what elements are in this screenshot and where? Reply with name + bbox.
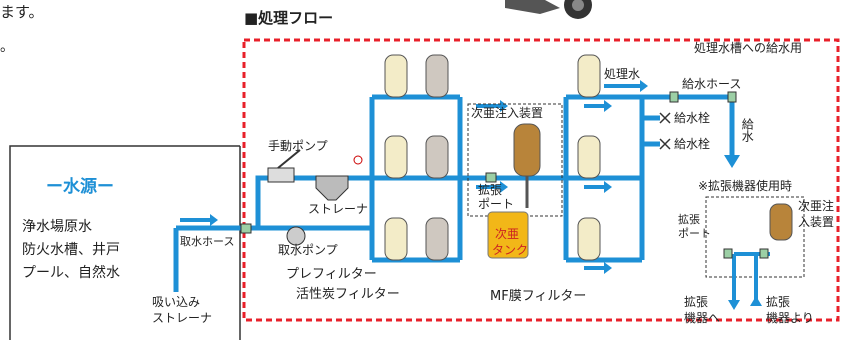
source-line: プール、自然水 xyxy=(22,265,120,281)
expansion-note: ※拡張機器使用時 xyxy=(698,179,793,193)
from-expansion-label: 機器より xyxy=(766,311,814,325)
intro-dot: 。 xyxy=(0,39,14,55)
manual-pump-label: 手動ポンプ xyxy=(268,139,328,153)
strainer-label: ストレーナ xyxy=(308,202,369,216)
suction-strainer-label: 吸い込み xyxy=(152,295,201,309)
strainer xyxy=(315,155,363,201)
pipes xyxy=(173,94,735,292)
source-line: 防火水槽、井戸 xyxy=(22,242,120,258)
hydrant-valves xyxy=(659,112,671,150)
chlorine-tank-label: タンク xyxy=(492,243,529,257)
carbon-filter-cartridges xyxy=(425,54,449,261)
treated-water-label: 処理水 xyxy=(604,67,641,81)
exp-port-label: 拡張 xyxy=(678,213,700,226)
hydrant-label: 給水栓 xyxy=(674,111,711,125)
intake-hose-label: 取水ホース xyxy=(180,235,235,248)
water-supply-vertical-label: 給水 xyxy=(740,118,755,142)
suction-strainer-label: ストレーナ xyxy=(152,311,213,325)
water-source-box xyxy=(9,145,240,340)
flow-arrows xyxy=(180,80,740,274)
chlorine-injector-label: 次亜注入装置 xyxy=(471,106,544,120)
supply-to-tank-label: 処理水槽への給水用 xyxy=(694,41,803,55)
chlorine-tank xyxy=(487,211,529,259)
pipe-fittings xyxy=(240,91,737,234)
equipment-partial-image xyxy=(505,0,592,19)
chlorine-injector xyxy=(513,123,541,177)
hydrant-label: 給水栓 xyxy=(674,137,711,151)
expansion-injector xyxy=(769,203,793,241)
prefilter-cartridges xyxy=(384,54,408,261)
expansion-port-label: 拡張 xyxy=(478,183,503,197)
source-heading: ー水源ー xyxy=(46,177,114,197)
exp-port-label: ポート xyxy=(678,227,711,240)
source-line: 浄水場原水 xyxy=(22,219,92,235)
from-expansion-label: 拡張 xyxy=(766,295,791,309)
chlorine-tank-label: 次亜 xyxy=(495,227,520,241)
system-boundary xyxy=(242,38,840,322)
to-expansion-label: 拡張 xyxy=(684,295,709,309)
intake-pump-label: 取水ポンプ xyxy=(278,243,338,257)
exp-injector-label: 次亜注 xyxy=(798,199,835,213)
mf-filter-label: MF膜フィルター xyxy=(490,289,587,304)
carbon-filter-label: 活性炭フィルター xyxy=(296,287,400,302)
expansion-port-label: ポート xyxy=(478,197,515,211)
to-expansion-label: 機器へ xyxy=(684,311,721,325)
prefilter-label: プレフィルター xyxy=(286,267,377,282)
mf-filter-cartridges xyxy=(577,54,601,261)
intake-pump xyxy=(286,226,306,246)
manual-pump xyxy=(267,149,301,183)
supply-hose-label: 給水ホース xyxy=(682,77,742,91)
section-title: ■処理フロー xyxy=(244,9,334,27)
expansion-arrows xyxy=(728,296,762,310)
intro-text: ます。 xyxy=(0,3,44,21)
exp-injector-label: 入装置 xyxy=(798,215,835,229)
